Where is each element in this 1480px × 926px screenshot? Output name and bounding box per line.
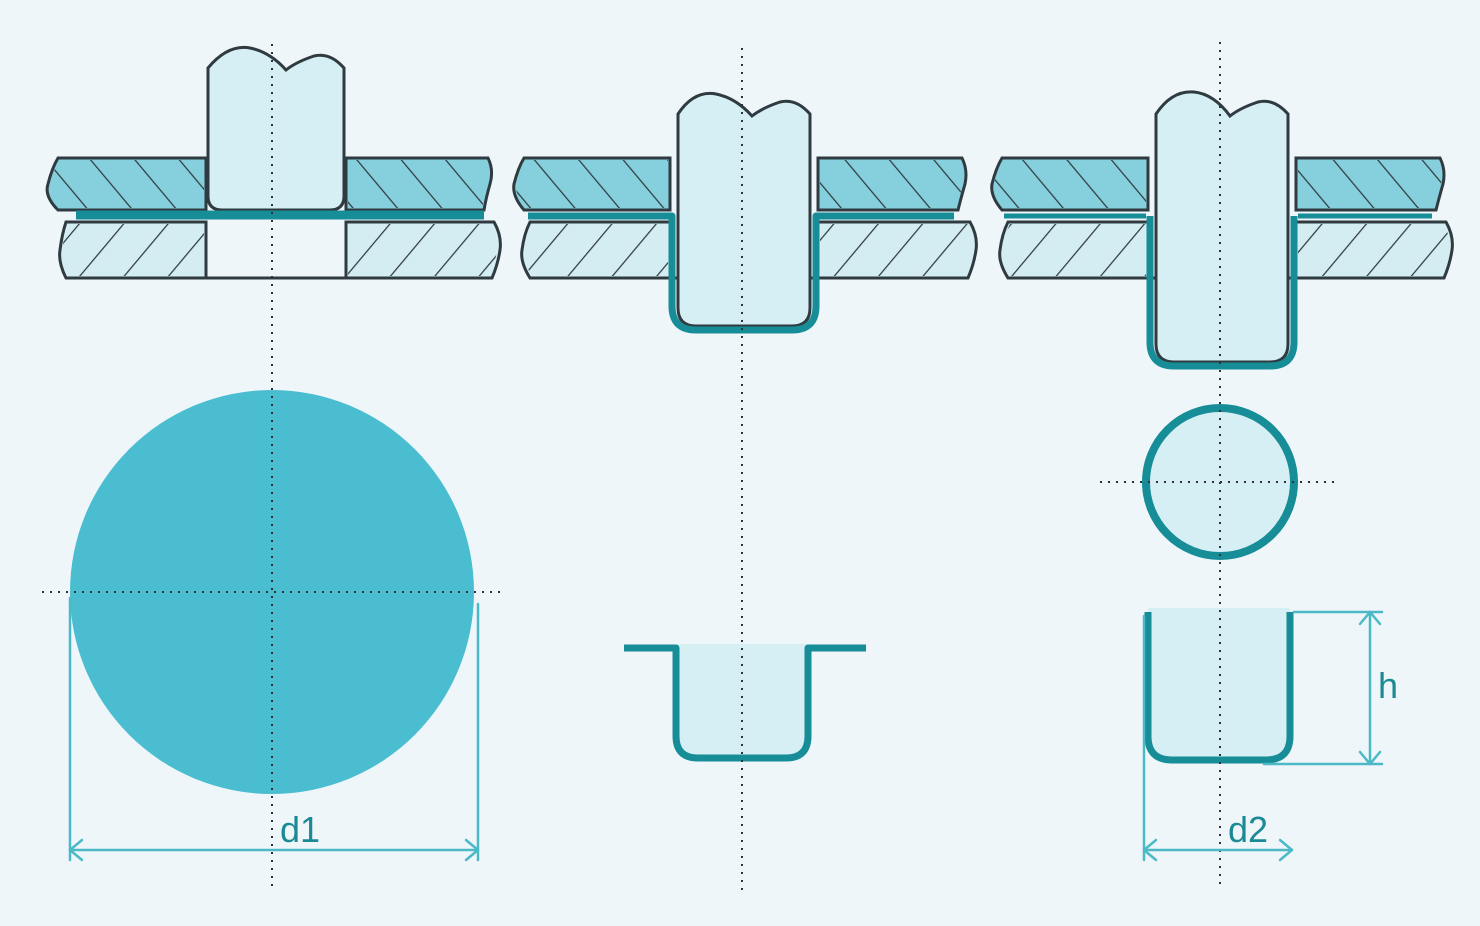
stage-3-punch [1154,90,1290,364]
stage-3-press [990,90,1454,370]
stage-2-punch [676,91,812,328]
dimension-h: h [1262,610,1398,766]
stage-3-drawn-cup [1146,216,1298,370]
flanged-cup-outline [624,644,866,762]
blank-disc-view [42,390,506,794]
label-d1: d1 [280,809,320,850]
flanged-cup [624,644,866,762]
stage-1-press [45,45,502,280]
dimension-d1: d1 [68,596,480,862]
final-cup-side-view [1144,612,1294,764]
label-h: h [1378,665,1398,706]
label-d2: d2 [1228,809,1268,850]
blank-disc [70,390,474,794]
stage-1-punch [206,45,346,212]
stage-2-press [512,91,978,334]
stage-2-drawn-sheet [528,212,954,334]
dimension-d2: d2 [1142,614,1294,862]
